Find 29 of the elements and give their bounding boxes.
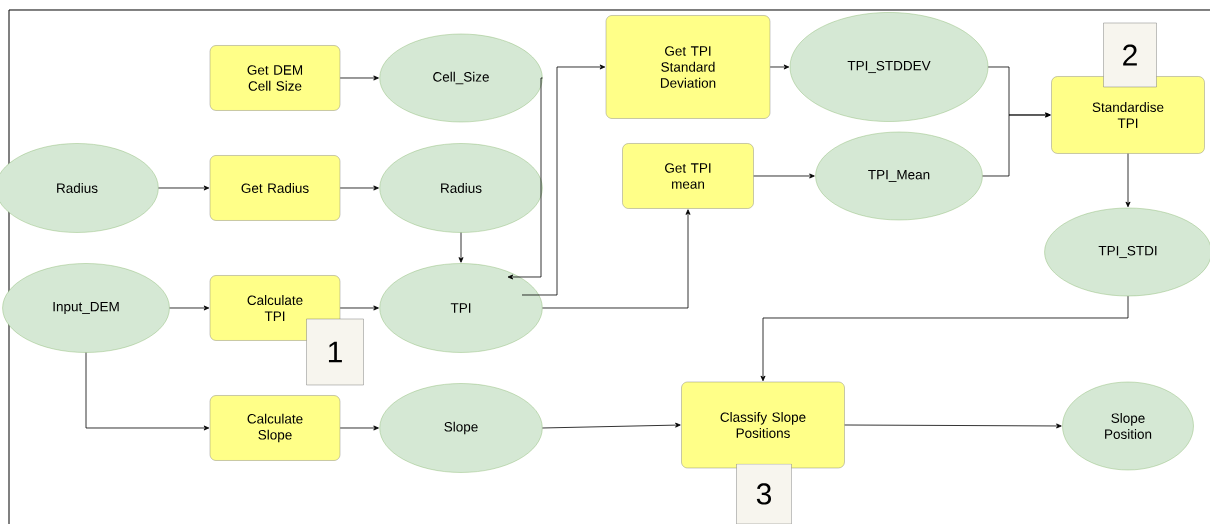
arrow: [458, 232, 464, 263]
arrow: [339, 185, 379, 191]
callout-number: 1: [306, 318, 364, 386]
arrow: [760, 295, 1129, 382]
process-box: Get DEM Cell Size: [209, 45, 341, 111]
process-box: Get Radius: [209, 155, 341, 221]
arrow: [542, 209, 691, 309]
process-box: Classify Slope Positions: [681, 381, 845, 469]
arrow: [1125, 153, 1131, 208]
arrow: [339, 425, 379, 431]
arrow: [753, 173, 815, 179]
arrow: [844, 423, 1062, 429]
arrow: [339, 305, 379, 311]
arrow: [982, 112, 1051, 177]
process-box: Get TPI Standard Deviation: [605, 15, 771, 119]
process-box: Calculate Slope: [209, 395, 341, 461]
process-box: Calculate TPI: [209, 275, 341, 341]
callout-number: 3: [736, 463, 792, 524]
arrow: [339, 75, 379, 81]
process-box: Standardise TPI: [1051, 76, 1205, 154]
arrow: [158, 185, 210, 191]
arrow: [769, 64, 790, 70]
arrow: [542, 422, 681, 429]
arrow: [521, 64, 606, 296]
callout-number: 2: [1103, 22, 1157, 88]
arrow: [85, 352, 210, 431]
process-box: Get TPI mean: [622, 143, 754, 209]
arrow: [169, 305, 210, 311]
arrow: [507, 77, 543, 280]
